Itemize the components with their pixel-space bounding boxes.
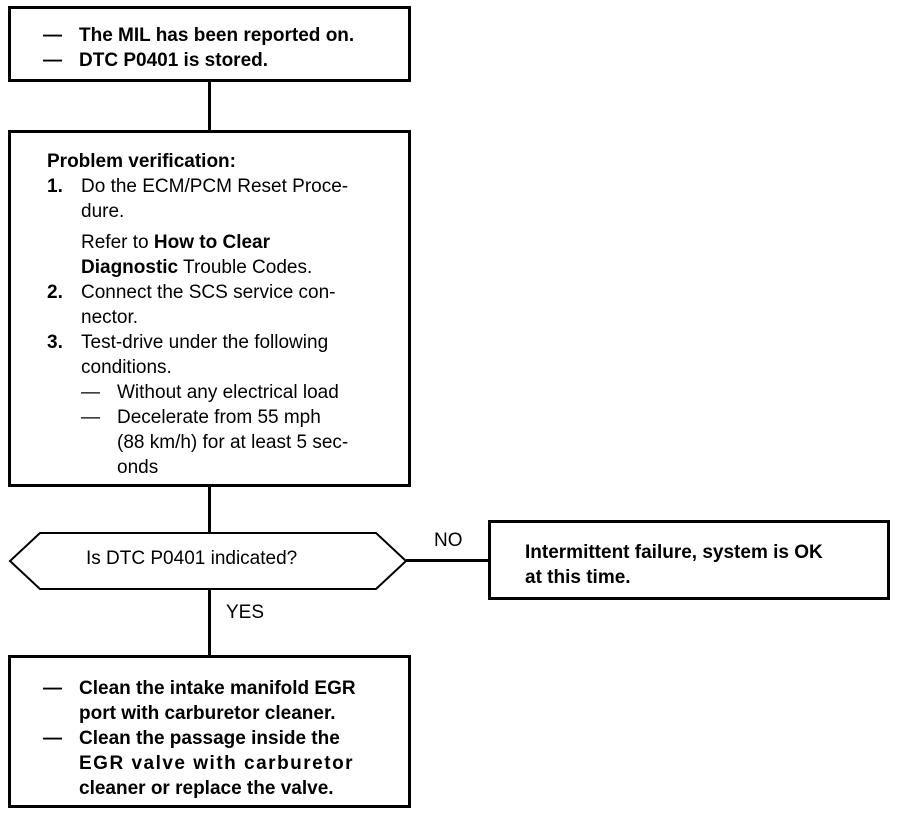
step-3: 3. Test-drive under the following [47, 330, 398, 355]
step-1-reference-a: Refer to How to Clear [81, 230, 398, 255]
step-number: 1. [47, 176, 63, 197]
repair-text-cont: port with carburetor cleaner. [79, 703, 336, 724]
condition-2: — Decelerate from 55 mph [81, 405, 398, 430]
dash: — [81, 407, 100, 428]
condition-row: — DTC P0401 is stored. [43, 48, 398, 73]
decision-question: Is DTC P0401 indicated? [86, 548, 298, 569]
no-label: NO [434, 530, 463, 551]
dash: — [81, 382, 100, 403]
repair-text: Clean the passage inside the [79, 728, 340, 749]
step-number: 2. [47, 282, 63, 303]
connector-2-decision [208, 485, 211, 533]
intermittent-failure-box: Intermittent failure, system is OK at th… [488, 520, 890, 600]
step-1: 1. Do the ECM/PCM Reset Proce- [47, 174, 398, 199]
condition-2-cont: onds [117, 457, 159, 478]
yes-label: YES [226, 602, 265, 623]
repair-item-2: — Clean the passage inside the [43, 726, 398, 751]
condition-1: — Without any electrical load [81, 380, 398, 405]
dash: — [43, 728, 62, 749]
step-number: 3. [47, 332, 63, 353]
reference-suffix: Trouble Codes. [178, 257, 313, 278]
connector-1-2 [208, 80, 211, 132]
step-text: Do the ECM/PCM Reset Proce- [81, 176, 349, 197]
result-text: Intermittent failure, system is OK [525, 542, 823, 563]
condition-2-cont: (88 km/h) for at least 5 sec- [117, 432, 349, 453]
problem-verification-box: Problem verification: 1. Do the ECM/PCM … [8, 130, 411, 487]
procedure-heading: Problem verification: [47, 151, 236, 172]
repair-item-1: — Clean the intake manifold EGR [43, 676, 398, 701]
step-1-reference-b: Diagnostic Trouble Codes. [81, 255, 398, 280]
connector-decision-no [406, 559, 490, 562]
reference-prefix: Refer to [81, 232, 154, 253]
condition-text: Decelerate from 55 mph [117, 407, 321, 428]
dash: — [43, 50, 62, 71]
repair-action-box: — Clean the intake manifold EGR port wit… [8, 655, 411, 808]
step-3-cont: conditions. [81, 357, 172, 378]
reference-link-text: Diagnostic [81, 257, 179, 278]
step-text: Test-drive under the following [81, 332, 329, 353]
step-2-cont: nector. [81, 307, 139, 328]
connector-decision-yes [208, 587, 211, 657]
step-2: 2. Connect the SCS service con- [47, 280, 398, 305]
condition-text: DTC P0401 is stored. [79, 50, 269, 71]
condition-text: Without any electrical load [117, 382, 339, 403]
step-text: Connect the SCS service con- [81, 282, 336, 303]
repair-text: Clean the intake manifold EGR [79, 678, 356, 699]
initial-condition-box: — The MIL has been reported on. — DTC P0… [8, 6, 411, 82]
step-1-cont: dure. [81, 201, 125, 222]
repair-text-cont: EGR valve with carburetor [79, 753, 355, 774]
decision-shape [8, 532, 408, 590]
reference-link-text: How to Clear [153, 232, 270, 253]
condition-text: The MIL has been reported on. [79, 25, 355, 46]
result-text: at this time. [525, 567, 631, 588]
dash: — [43, 25, 62, 46]
dash: — [43, 678, 62, 699]
repair-text-cont: cleaner or replace the valve. [79, 778, 334, 799]
condition-row: — The MIL has been reported on. [43, 23, 398, 48]
